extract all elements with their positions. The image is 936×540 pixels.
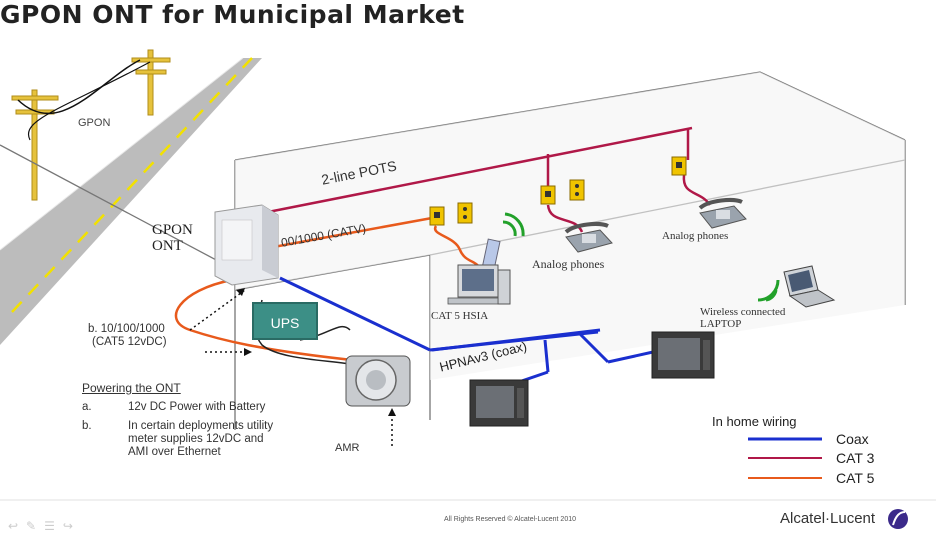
cat5-hsia-label: CAT 5 HSIA (431, 310, 489, 322)
television-icon (469, 379, 529, 427)
legend-lines (748, 437, 822, 479)
ont-label-line1: GPON (152, 222, 193, 238)
cat5-power-label-line1: b. 10/100/1000 (88, 323, 165, 335)
analog-phone-icon (698, 198, 747, 229)
dotted-arrows (189, 289, 393, 446)
gpon-fiber (27, 61, 151, 141)
brand-name: Alcatel·Lucent (780, 510, 876, 527)
alcatel-lucent-logo-icon (888, 509, 908, 529)
analog-phone-icon (564, 222, 613, 253)
slide-title: GPON ONT for Municipal Market (0, 0, 465, 29)
ont-label-line2: ONT (152, 238, 183, 254)
power-line (17, 59, 141, 115)
road-edge (0, 57, 244, 251)
wireless-label-line1: Wireless connected (700, 306, 786, 318)
powering-item-text: 12v DC Power with Battery (128, 401, 266, 413)
powering-item-text: AMI over Ethernet (128, 446, 221, 458)
wifi-signal-icon (502, 212, 780, 302)
copyright-text: All Rights Reserved © Alcatel-Lucent 201… (444, 516, 577, 523)
legend-title: In home wiring (712, 414, 797, 429)
powering-heading: Powering the ONT (82, 381, 181, 395)
analog-phones-label-2: Analog phones (662, 230, 729, 242)
legend-cat3-label: CAT 3 (836, 450, 875, 466)
desktop-computer-icon (447, 264, 511, 305)
cat3-wiring (267, 126, 712, 233)
utility-pole-icon (11, 49, 171, 201)
arrow-heads (236, 288, 396, 416)
amr-meter-icon (345, 355, 411, 407)
ont-device-icon (214, 204, 279, 286)
cat5-power-label-line2: (CAT5 12vDC) (92, 336, 167, 348)
television-icon (651, 331, 715, 379)
road (0, 58, 262, 345)
legend-coax-label: Coax (836, 431, 869, 447)
amr-label: AMR (335, 442, 360, 454)
laptop-icon (783, 265, 836, 308)
powering-item-text: meter supplies 12vDC and (128, 433, 264, 445)
slide-nav-icons[interactable]: ↩✎☰↪ (8, 519, 81, 533)
road-center-line (11, 57, 253, 313)
ups-box: UPS (252, 302, 318, 340)
gpon-label: GPON (78, 117, 111, 129)
wireless-label-line2: LAPTOP (700, 318, 742, 330)
powering-item-text: In certain deployments utility (128, 420, 274, 432)
legend-cat5-label: CAT 5 (836, 470, 875, 486)
back-wall (235, 72, 905, 380)
powering-item-marker: b. (82, 420, 92, 432)
powering-item-marker: a. (82, 401, 92, 413)
analog-phones-label: Analog phones (532, 257, 605, 271)
